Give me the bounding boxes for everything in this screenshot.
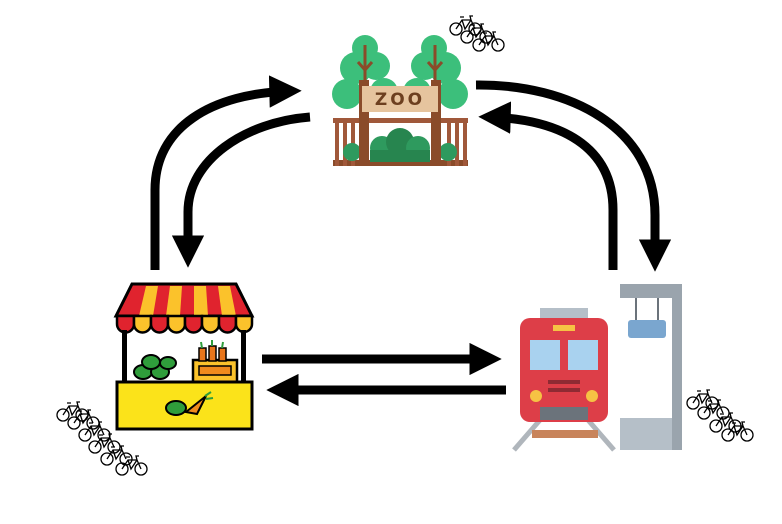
bicycle-icon (56, 401, 89, 422)
bicycle-icon (449, 15, 482, 36)
bicycle-icon (100, 445, 133, 466)
arrow-station-to-zoo (478, 101, 618, 270)
market-stall-icon (113, 282, 255, 431)
arrows (150, 75, 672, 407)
station-bikes (686, 389, 754, 442)
arrow-zoo-to-station (475, 80, 672, 272)
zoo-gate-icon: ZOO (332, 35, 468, 166)
zoo-sign-label: ZOO (375, 90, 425, 110)
arrow-market-to-zoo (150, 75, 302, 270)
bicycle-icon (686, 389, 719, 410)
train-station-icon (512, 284, 682, 452)
zoo-bikes (449, 15, 505, 52)
arrow-zoo-to-market (171, 112, 311, 268)
